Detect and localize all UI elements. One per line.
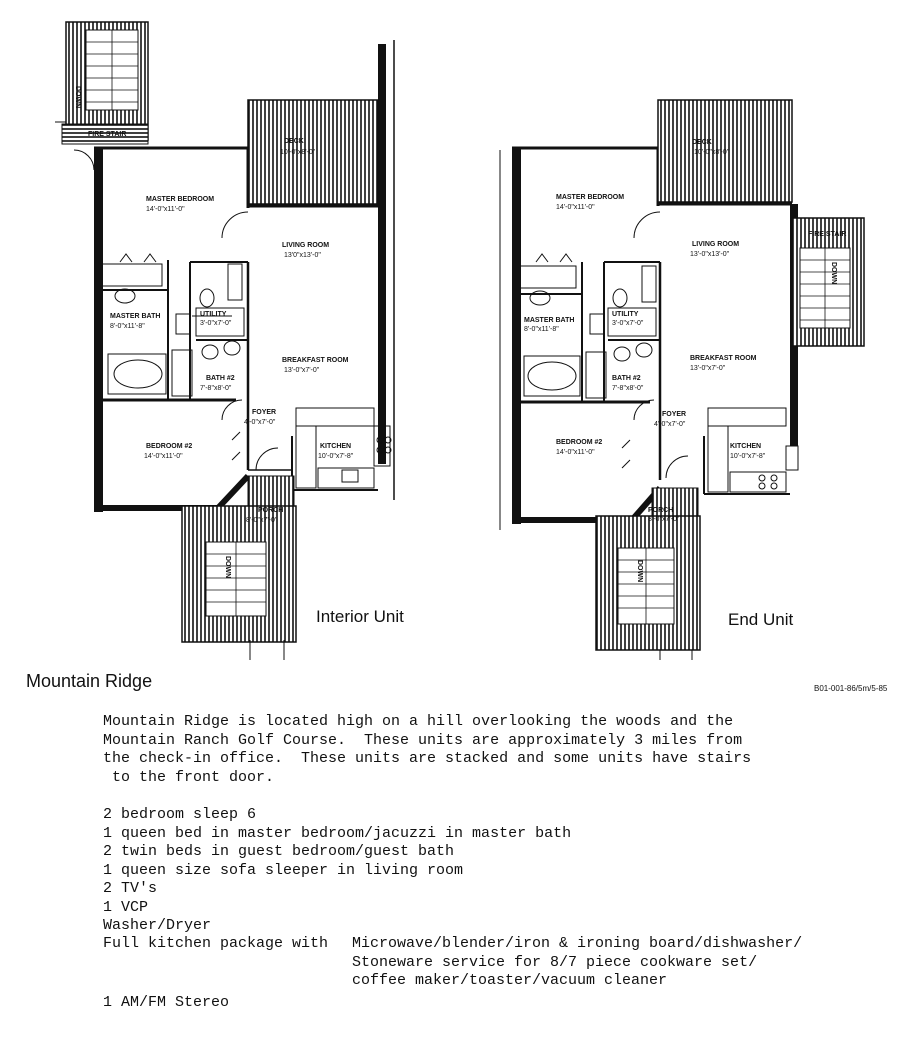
room-name: BEDROOM #2	[556, 439, 602, 446]
porch-stairs-block	[595, 487, 701, 660]
interior-unit-plan: MASTER BEDROOM 14'-0"x11'-0" LIVING ROOM…	[55, 21, 404, 660]
room-dim: 14'-0"x11'-0"	[144, 453, 183, 460]
description-block: Mountain Ridge is located high on a hill…	[103, 713, 803, 787]
room-dim: 7'-8"x8'-0"	[200, 385, 232, 392]
room-dim: 10'-0"x7'-8"	[318, 453, 354, 460]
room-name: BREAKFAST ROOM	[282, 357, 349, 364]
reference-code: B01-001-86/5m/5-85	[814, 684, 888, 693]
deck-area	[247, 99, 379, 205]
room-name: MASTER BATH	[524, 317, 574, 324]
room-dim: 10'-0"x8'-0"	[280, 149, 316, 156]
room-name: BREAKFAST ROOM	[690, 355, 757, 362]
kitchen-line: coffee maker/toaster/vacuum cleaner	[352, 972, 668, 989]
room-dim: 14'-0"x11'-0"	[146, 206, 185, 213]
room-name: UTILITY	[200, 311, 227, 318]
room-dim: 4'-0"x7'-0"	[244, 419, 276, 426]
room-name: FOYER	[252, 409, 276, 416]
deck-area	[657, 99, 793, 203]
room-dim: 8'-0"x11'-8"	[110, 323, 145, 330]
room-name: BATH #2	[206, 375, 235, 382]
down-label: DOWN	[224, 556, 231, 578]
room-dim: 13'-0"x13'-0"	[690, 251, 730, 258]
room-name: DECK	[284, 138, 304, 145]
amenity-item: Washer/Dryer	[103, 917, 212, 934]
room-name: BATH #2	[612, 375, 641, 382]
room-dim: 8'-0"x11'-8"	[524, 326, 559, 333]
room-name: KITCHEN	[320, 443, 351, 450]
description-line: to the front door.	[103, 768, 275, 786]
kitchen-package: Full kitchen package with Microwave/blen…	[103, 935, 802, 991]
room-name: FIRE STAIR	[88, 131, 126, 138]
room-name: PORCH	[648, 507, 673, 514]
room-dim: 13'0"x13'-0"	[284, 252, 321, 259]
room-name: DOWN	[830, 262, 837, 284]
room-dim: 4'-0"x7'-0"	[654, 421, 686, 428]
room-name: UTILITY	[612, 311, 639, 318]
down-label: DOWN	[636, 560, 643, 582]
amenity-item: 2 twin beds in guest bedroom/guest bath	[103, 843, 455, 860]
room-name: MASTER BATH	[110, 313, 160, 320]
room-dim: 10'-0"x7'-8"	[730, 453, 766, 460]
room-name: BEDROOM #2	[146, 443, 192, 450]
floor-plans: MASTER BEDROOM 14'-0"x11'-0" LIVING ROOM…	[55, 21, 865, 660]
room-dim: 3'-0"x7'-0"	[612, 320, 644, 327]
end-unit-plan: MASTER BEDROOM 14'-0"x11'-0" LIVING ROOM…	[499, 99, 865, 660]
amenity-item: 1 VCP	[103, 898, 149, 916]
room-dim: 7'-8"x8'-0"	[612, 385, 644, 392]
room-dim: 13'-0"x7'-0"	[690, 365, 726, 372]
page-title: Mountain Ridge	[26, 671, 153, 691]
kitchen-label: Full kitchen package with	[103, 935, 338, 952]
unit-caption: Interior Unit	[316, 607, 404, 626]
description-line: the check-in office. These units are sta…	[103, 750, 752, 767]
room-name: KITCHEN	[730, 443, 761, 450]
room-dim: 8'-0"x7'-0"	[246, 517, 278, 524]
amenity-item: 2 bedroom sleep 6	[103, 806, 257, 823]
description-line: Mountain Ranch Golf Course. These units …	[103, 731, 743, 749]
amenity-item: 1 AM/FM Stereo	[103, 994, 230, 1011]
fire-stair-block	[791, 217, 865, 347]
fire-stair-block	[61, 21, 149, 145]
room-dim: 13'-0"x7'-0"	[284, 367, 320, 374]
kitchen-line: Stoneware service for 8/7 piece cookware…	[352, 953, 758, 971]
amenity-item: 1 queen bed in master bedroom/jacuzzi in…	[103, 824, 572, 842]
kitchen-line: Microwave/blender/iron & ironing board/d…	[352, 935, 803, 952]
unit-caption: End Unit	[728, 610, 793, 629]
room-name: DOWN	[74, 86, 81, 108]
room-dim: 14'-0"x11'-0"	[556, 204, 595, 211]
room-name: FOYER	[662, 411, 686, 418]
amenity-item: 1 queen size sofa sleeper in living room	[103, 861, 464, 879]
room-dim: 3'-0"x7'-0"	[200, 320, 232, 327]
room-dim: 10'-0"x8'-0"	[694, 149, 730, 156]
description-line: Mountain Ridge is located high on a hill…	[103, 713, 734, 730]
porch-stairs-block	[181, 475, 297, 660]
amenity-item: 2 TV's	[103, 880, 158, 897]
room-name: MASTER BEDROOM	[146, 196, 214, 203]
room-name: DECK	[692, 139, 712, 146]
room-name: LIVING ROOM	[282, 242, 329, 249]
amenities-list: 2 bedroom sleep 6 1 queen bed in master …	[103, 806, 571, 936]
room-name: LIVING ROOM	[692, 241, 739, 248]
room-name: MASTER BEDROOM	[556, 194, 624, 201]
room-name: FIRE STAIR	[808, 231, 846, 238]
room-dim: 14'-0"x11'-0"	[556, 449, 595, 456]
room-dim: 8'-0"x7'-0"	[648, 516, 680, 523]
room-name: PORCH	[258, 507, 283, 514]
